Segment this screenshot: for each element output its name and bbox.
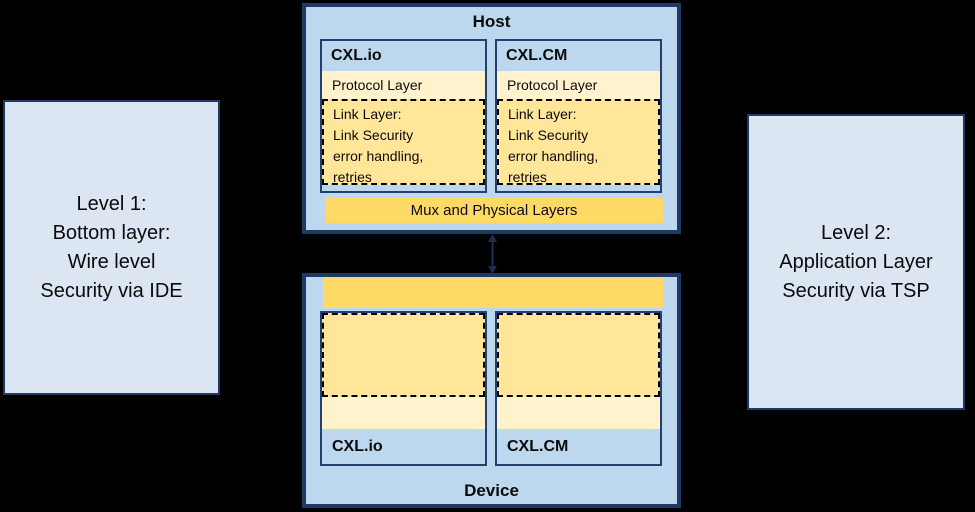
host-cxl-cm-column: CXL.CM Protocol Layer Link Layer: Link S…	[495, 39, 662, 193]
note-line: Wire level	[67, 250, 156, 273]
link-layer-line: error handling,	[508, 148, 599, 164]
note-line: Bottom layer:	[52, 221, 171, 244]
host-device-arrow	[488, 234, 497, 274]
link-layer-line: retries	[333, 169, 372, 185]
host-title: Host	[472, 12, 511, 31]
level2-note: Level 2: Application Layer Security via …	[747, 114, 965, 410]
link-layer-section	[322, 313, 485, 397]
link-layer-section: Link Layer: Link Security error handling…	[497, 99, 660, 185]
mux-physical-layers-bar: Mux and Physical Layers	[325, 197, 663, 223]
host-block: Host CXL.io Protocol Layer Link Layer: L…	[302, 3, 681, 234]
link-layer-section	[497, 313, 660, 397]
note-line: Level 1:	[76, 192, 147, 215]
cxl-cm-label: CXL.CM	[507, 437, 569, 455]
note-line: Level 2:	[820, 221, 892, 244]
protocol-layer-section: Protocol Layer	[497, 71, 660, 99]
protocol-layer-section	[497, 397, 660, 429]
protocol-layer-section: Protocol Layer	[322, 71, 485, 99]
device-title: Device	[464, 481, 519, 500]
device-cxl-io-column: CXL.io	[320, 311, 487, 466]
cxl-io-label: CXL.io	[331, 47, 382, 64]
link-layer-line: Link Layer:	[508, 106, 577, 122]
note-line: Security via IDE	[40, 279, 183, 302]
level1-note: Level 1: Bottom layer: Wire level Securi…	[3, 100, 220, 395]
note-line: Application Layer	[779, 250, 933, 273]
link-layer-line: Link Layer:	[333, 106, 402, 122]
link-layer-line: Link Security	[333, 127, 414, 143]
cxl-io-label: CXL.io	[332, 437, 383, 455]
cxl-cm-label: CXL.CM	[506, 47, 568, 64]
device-mux-physical-layers-bar	[323, 277, 663, 308]
protocol-layer-section	[322, 397, 485, 429]
link-layer-line: error handling,	[333, 148, 424, 164]
host-cxl-io-column: CXL.io Protocol Layer Link Layer: Link S…	[320, 39, 487, 193]
note-line: Security via TSP	[782, 279, 930, 302]
link-layer-line: retries	[508, 169, 547, 185]
link-layer-section: Link Layer: Link Security error handling…	[322, 99, 485, 185]
link-layer-line: Link Security	[508, 127, 589, 143]
device-block: CXL.io CXL.CM Device	[302, 273, 681, 508]
device-cxl-cm-column: CXL.CM	[495, 311, 662, 466]
